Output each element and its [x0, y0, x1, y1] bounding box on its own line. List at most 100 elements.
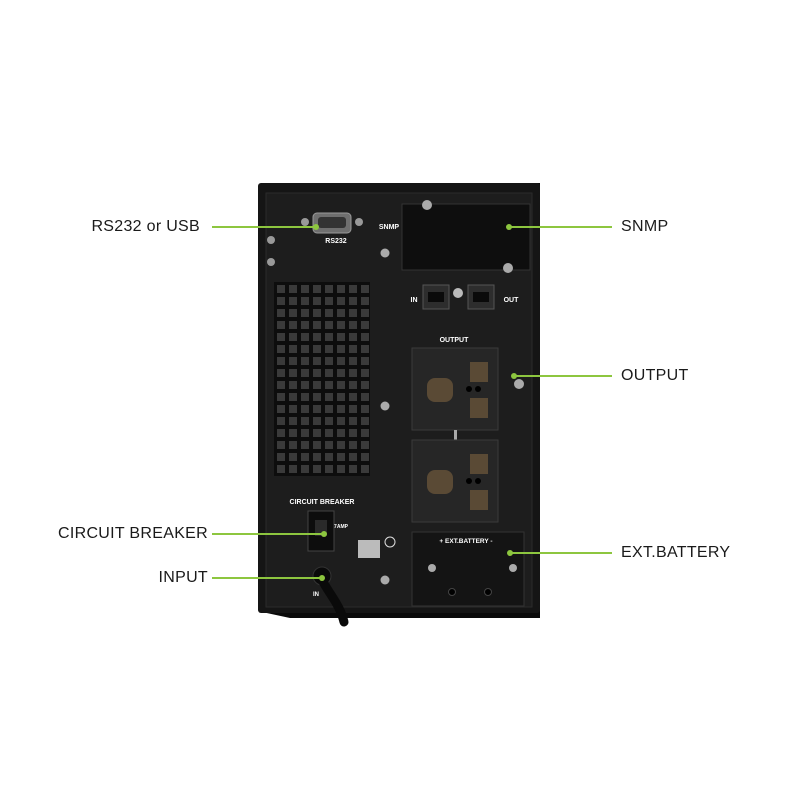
leader-dot-snmp [506, 224, 512, 230]
vent-hole [325, 321, 333, 329]
vent-hole [325, 393, 333, 401]
vent-hole [325, 357, 333, 365]
vent-hole [277, 417, 285, 425]
vent-hole [325, 465, 333, 473]
vent-hole [289, 405, 297, 413]
panel-label-input: IN [313, 592, 319, 598]
vent-hole [301, 297, 309, 305]
vent-hole [289, 393, 297, 401]
vent-hole [313, 357, 321, 365]
vent-hole [289, 297, 297, 305]
vent-hole [325, 297, 333, 305]
panel-label-in: IN [411, 297, 418, 304]
vent-hole [349, 393, 357, 401]
vent-hole [313, 429, 321, 437]
panel-label-out: OUT [504, 297, 520, 304]
vent-hole [277, 345, 285, 353]
vent-hole [301, 357, 309, 365]
vent-hole [361, 441, 369, 449]
vent-hole [337, 321, 345, 329]
vent-hole [349, 309, 357, 317]
callout-snmp: SNMP [621, 218, 669, 235]
vent-hole [325, 369, 333, 377]
socket-hole [470, 490, 488, 510]
vent-hole [349, 417, 357, 425]
vent-hole [349, 357, 357, 365]
vent-hole [313, 369, 321, 377]
vent-hole [313, 393, 321, 401]
screw [380, 248, 390, 258]
vent-hole [301, 453, 309, 461]
rs232-port [318, 217, 346, 228]
vent-hole [349, 453, 357, 461]
vent-hole [361, 453, 369, 461]
vent-hole [361, 429, 369, 437]
vent-hole [289, 309, 297, 317]
vent-hole [325, 345, 333, 353]
socket-hole [427, 470, 453, 494]
vent-hole [289, 369, 297, 377]
ventilation-grille [274, 282, 370, 476]
socket-hole [427, 378, 453, 402]
vent-hole [301, 417, 309, 425]
vent-hole [361, 369, 369, 377]
socket-hole [470, 454, 488, 474]
vent-hole [349, 381, 357, 389]
screw [267, 258, 275, 266]
network-port-in-socket [428, 292, 444, 302]
vent-hole [337, 441, 345, 449]
vent-hole [337, 405, 345, 413]
vent-hole [289, 321, 297, 329]
screw [301, 218, 309, 226]
callout-output: OUTPUT [621, 367, 689, 384]
vent-hole [313, 405, 321, 413]
snmp-slot-cover [401, 203, 531, 271]
vent-hole [325, 429, 333, 437]
vent-hole [289, 465, 297, 473]
vent-hole [361, 357, 369, 365]
vent-hole [313, 309, 321, 317]
vent-hole [325, 417, 333, 425]
vent-hole [325, 333, 333, 341]
vent-hole [337, 429, 345, 437]
leader-dot-ext-battery [507, 550, 513, 556]
power-cord [317, 575, 349, 627]
callout-input: INPUT [158, 569, 208, 586]
vent-hole [337, 345, 345, 353]
vent-hole [313, 345, 321, 353]
vent-hole [325, 285, 333, 293]
vent-hole [313, 465, 321, 473]
screw [503, 263, 513, 273]
leader-dot-output [511, 373, 517, 379]
vent-hole [289, 345, 297, 353]
vent-hole [289, 381, 297, 389]
leader-dot-input [319, 575, 325, 581]
callout-rs232-usb: RS232 or USB [91, 218, 200, 235]
vent-hole [325, 405, 333, 413]
vent-hole [337, 297, 345, 305]
vent-hole [289, 417, 297, 425]
vent-hole [313, 333, 321, 341]
vent-hole [277, 429, 285, 437]
vent-hole [313, 285, 321, 293]
vent-hole [277, 333, 285, 341]
socket-hole [470, 398, 488, 418]
vent-hole [277, 285, 285, 293]
vent-hole [361, 333, 369, 341]
vent-hole [313, 453, 321, 461]
vent-hole [325, 381, 333, 389]
vent-hole [349, 441, 357, 449]
vent-hole [289, 285, 297, 293]
vent-hole [361, 465, 369, 473]
vent-hole [361, 321, 369, 329]
vent-hole [289, 453, 297, 461]
vent-hole [289, 333, 297, 341]
vent-hole [337, 369, 345, 377]
vent-hole [301, 285, 309, 293]
vent-hole [301, 393, 309, 401]
vent-hole [301, 345, 309, 353]
vent-hole [349, 333, 357, 341]
vent-hole [277, 441, 285, 449]
vent-hole [337, 417, 345, 425]
vent-hole [337, 465, 345, 473]
